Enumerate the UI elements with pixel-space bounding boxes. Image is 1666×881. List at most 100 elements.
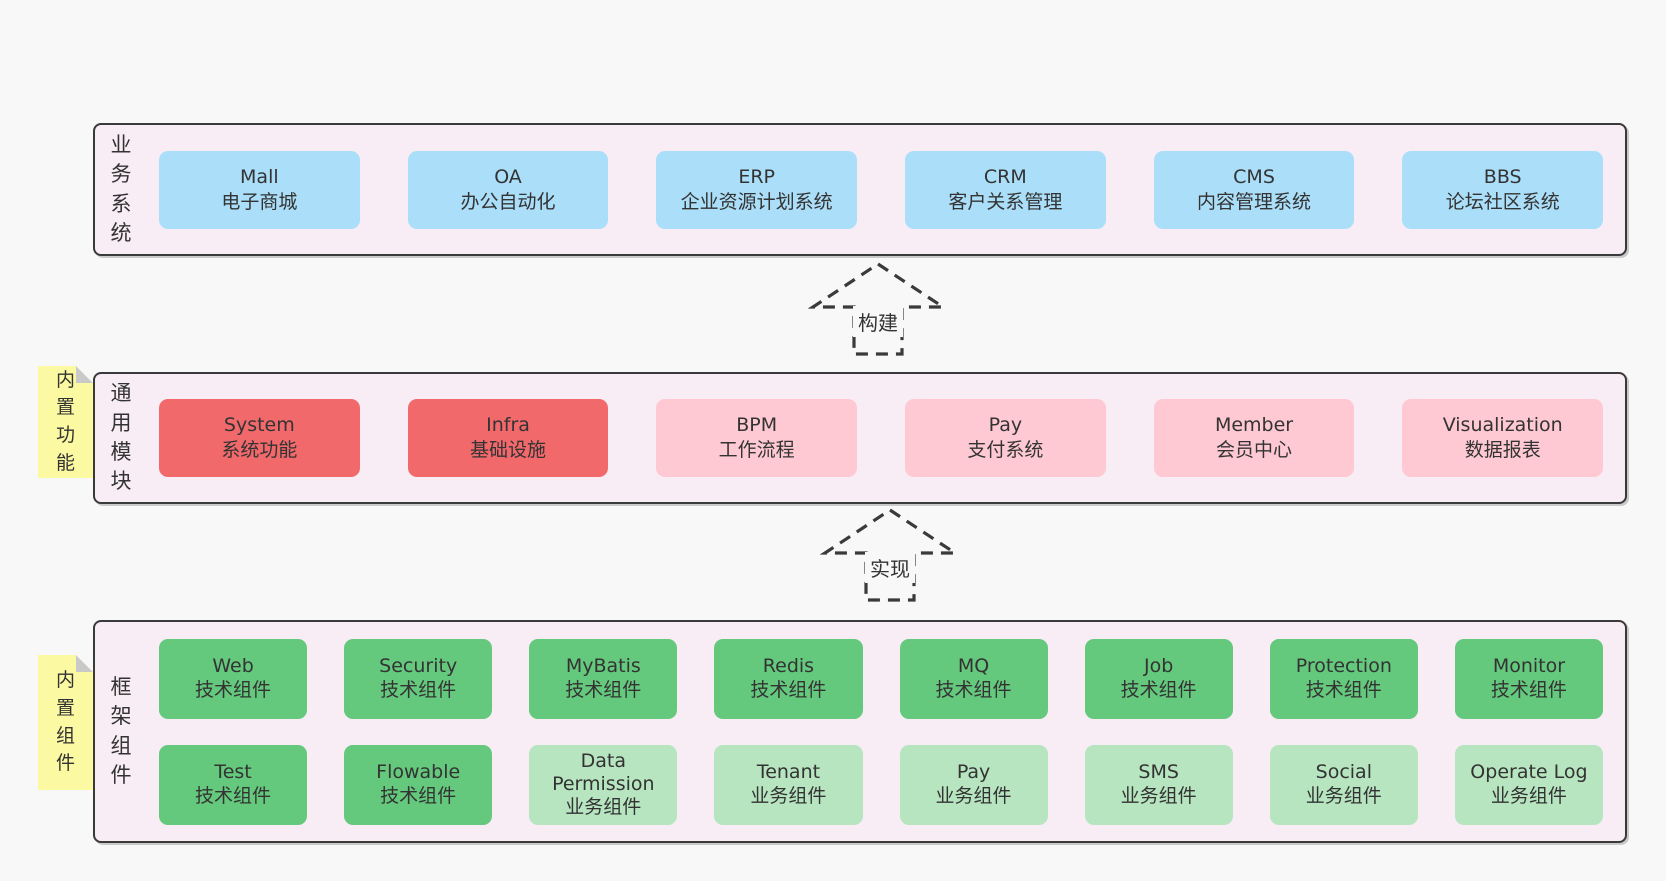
node-subtitle: 业务组件	[1305, 784, 1382, 807]
node-title: Web	[212, 655, 254, 678]
band-common-modules: 通用模块 System 系统功能 Infra 基础设施 BPM 工作流程 Pay…	[93, 372, 1627, 504]
node-title: Job	[1144, 655, 1174, 678]
business-box-row: Mall 电子商城 OA 办公自动化 ERP 企业资源计划系统 CRM 客户关系…	[159, 150, 1604, 229]
sticky-note-text: 内置功能	[55, 368, 75, 474]
node-protection: Protection 技术组件	[1269, 638, 1418, 719]
node-mall: Mall 电子商城	[159, 150, 360, 229]
node-subtitle: 业务组件	[935, 784, 1012, 807]
node-title: Operate Log	[1470, 761, 1588, 784]
node-mq: MQ 技术组件	[899, 638, 1048, 719]
node-title: CRM	[983, 165, 1027, 188]
node-subtitle: 业务组件	[750, 784, 827, 807]
node-subtitle: 工作流程	[718, 439, 795, 461]
node-flowable: Flowable 技术组件	[344, 744, 493, 825]
node-visualization: Visualization 数据报表	[1402, 399, 1604, 477]
node-subtitle: 支付系统	[967, 439, 1044, 461]
components-rows: Web 技术组件 Security 技术组件 MyBatis 技术组件 Redi…	[159, 638, 1603, 825]
node-oa: OA 办公自动化	[407, 150, 609, 229]
arrow-build-label: 构建	[853, 306, 903, 337]
node-social: Social 业务组件	[1269, 744, 1418, 825]
node-subtitle: 系统功能	[221, 439, 298, 461]
node-title: Security	[379, 655, 458, 678]
node-title: Pay	[988, 414, 1023, 437]
node-title: ERP	[738, 165, 776, 188]
node-subtitle: 技术组件	[1120, 678, 1197, 701]
folded-corner-icon	[76, 366, 93, 383]
node-pay-component: Pay 业务组件	[899, 744, 1048, 825]
node-title: Pay	[956, 761, 991, 784]
band-framework-components: 框架组件 Web 技术组件 Security 技术组件 MyBatis 技术组件…	[93, 620, 1627, 843]
sticky-note-built-in-components: 内置组件	[38, 655, 93, 790]
node-pay-module: Pay 支付系统	[905, 399, 1106, 477]
node-data-permission: Data Permission 业务组件	[529, 744, 678, 825]
node-subtitle: 技术组件	[380, 678, 457, 701]
band-label-modules: 通用模块	[110, 381, 132, 494]
node-subtitle: 业务组件	[1120, 784, 1197, 807]
node-cms: CMS 内容管理系统	[1153, 150, 1355, 229]
node-subtitle: 技术组件	[380, 784, 457, 807]
folded-corner-icon	[76, 655, 93, 672]
node-operate-log: Operate Log 业务组件	[1454, 744, 1603, 825]
components-row-1: Web 技术组件 Security 技术组件 MyBatis 技术组件 Redi…	[159, 638, 1603, 719]
node-subtitle: 客户关系管理	[948, 190, 1063, 213]
node-subtitle: 会员中心	[1216, 439, 1293, 461]
node-title: Social	[1315, 761, 1372, 784]
node-title: SMS	[1138, 761, 1179, 784]
node-title: Visualization	[1442, 414, 1563, 437]
node-subtitle: 技术组件	[1490, 678, 1567, 701]
node-subtitle: 基础设施	[470, 439, 547, 461]
node-subtitle: 企业资源计划系统	[680, 190, 833, 213]
node-redis: Redis 技术组件	[714, 638, 863, 719]
node-subtitle: 论坛社区系统	[1445, 190, 1560, 213]
node-bpm: BPM 工作流程	[656, 399, 858, 477]
components-row-2: Test 技术组件 Flowable 技术组件 Data Permission …	[159, 744, 1603, 825]
node-member: Member 会员中心	[1153, 399, 1355, 477]
node-subtitle: 技术组件	[935, 678, 1012, 701]
node-subtitle: 技术组件	[195, 678, 272, 701]
node-subtitle: 业务组件	[565, 796, 642, 819]
node-subtitle: 数据报表	[1464, 439, 1541, 461]
arrow-implement-up: 实现	[820, 506, 960, 604]
node-job: Job 技术组件	[1084, 638, 1233, 719]
node-title: CMS	[1233, 165, 1275, 188]
node-subtitle: 内容管理系统	[1197, 190, 1312, 213]
node-title: System	[223, 414, 295, 437]
arrow-implement-label: 实现	[865, 552, 915, 583]
sticky-note-built-in-features: 内置功能	[38, 366, 93, 478]
node-subtitle: 技术组件	[195, 784, 272, 807]
dashed-up-arrow-icon	[820, 508, 960, 602]
modules-box-row: System 系统功能 Infra 基础设施 BPM 工作流程 Pay 支付系统…	[159, 399, 1604, 477]
node-subtitle: 办公自动化	[460, 190, 556, 213]
node-title: BPM	[736, 414, 778, 437]
node-title: BBS	[1483, 165, 1522, 188]
node-bbs: BBS 论坛社区系统	[1402, 150, 1604, 229]
node-title: MQ	[957, 655, 990, 678]
node-monitor: Monitor 技术组件	[1454, 638, 1603, 719]
node-infra: Infra 基础设施	[407, 399, 609, 477]
node-security: Security 技术组件	[344, 638, 493, 719]
arrow-build-up: 构建	[808, 260, 948, 358]
node-title: MyBatis	[565, 655, 641, 678]
band-label-components: 框架组件	[110, 674, 132, 787]
node-tenant: Tenant 业务组件	[714, 744, 863, 825]
node-crm: CRM 客户关系管理	[905, 150, 1106, 229]
node-title: Tenant	[756, 761, 821, 784]
band-label-business: 业务系统	[110, 132, 132, 245]
node-title: Redis	[762, 655, 815, 678]
node-subtitle: 电子商城	[221, 190, 298, 213]
node-system: System 系统功能	[159, 399, 360, 477]
node-subtitle: 技术组件	[565, 678, 642, 701]
node-title: Protection	[1295, 655, 1392, 678]
node-mybatis: MyBatis 技术组件	[529, 638, 678, 719]
node-title: Monitor	[1492, 655, 1566, 678]
node-subtitle: 业务组件	[1490, 784, 1567, 807]
node-subtitle: 技术组件	[1305, 678, 1382, 701]
band-business-systems: 业务系统 Mall 电子商城 OA 办公自动化 ERP 企业资源计划系统 CRM…	[93, 123, 1627, 256]
node-title: Data Permission	[552, 749, 655, 795]
sticky-note-text: 内置组件	[55, 669, 75, 775]
node-erp: ERP 企业资源计划系统	[656, 150, 858, 229]
node-test: Test 技术组件	[159, 744, 308, 825]
node-subtitle: 技术组件	[750, 678, 827, 701]
dashed-up-arrow-icon	[808, 262, 948, 356]
